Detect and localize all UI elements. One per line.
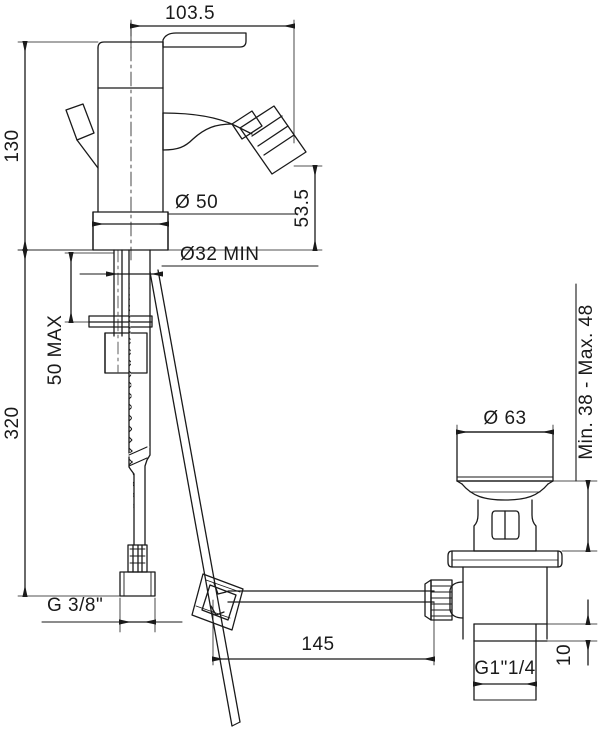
dim-label-flange-diameter: Ø 63 (483, 408, 526, 429)
dim-label-deck-thickness: 50 MAX (45, 315, 66, 386)
dim-label-waste-range: Min. 38 - Max. 48 (576, 304, 597, 459)
mounting-bracket (88, 315, 153, 328)
dim-rod-length (212, 599, 435, 666)
dim-waste-range (552, 283, 598, 552)
side-handle (65, 103, 99, 169)
dim-label-rod-length: 145 (301, 634, 334, 655)
dim-label-hose-thread: G 3/8" (47, 595, 103, 616)
dim-label-hose-length: 320 (2, 406, 23, 439)
dim-label-waste-offset: 10 (554, 644, 575, 666)
threaded-stud (104, 249, 148, 374)
dim-label-spout-height: 53.5 (292, 189, 313, 228)
dim-flange-diameter (456, 424, 554, 435)
dim-waste-thread (473, 644, 537, 691)
dim-label-spout-reach: 103.5 (165, 3, 215, 24)
dim-hose-length (17, 249, 121, 597)
dim-spout-height (167, 165, 323, 251)
dim-label-body-diameter: Ø 50 (175, 192, 218, 213)
dim-body-diameter (92, 213, 299, 227)
dim-label-hole-diameter: Ø32 MIN (180, 244, 260, 265)
dim-hole-diameter (79, 265, 319, 277)
aerator-head (231, 105, 307, 175)
pop-up-link-rod (227, 590, 435, 603)
flexible-hose (119, 249, 156, 597)
dim-waste-offset (546, 599, 598, 666)
dim-deck-thickness (64, 252, 115, 323)
dim-overall-height (17, 41, 99, 251)
lift-rod (149, 269, 241, 727)
dim-label-waste-thread: G1"1/4 (474, 658, 536, 679)
dim-hose-thread (41, 597, 183, 633)
dim-label-overall-height: 130 (2, 129, 23, 162)
mixer-spout-outline (162, 112, 253, 151)
dim-spout-reach (130, 19, 295, 144)
